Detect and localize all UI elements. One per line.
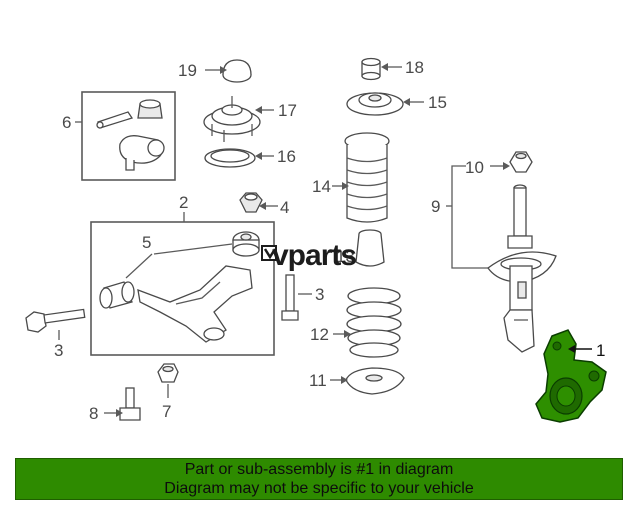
group-box-6 (81, 91, 176, 181)
arrow-17 (255, 106, 262, 114)
callout-14: 14 (312, 177, 331, 196)
part-4-nut[interactable] (239, 192, 263, 213)
callout-5: 5 (142, 233, 151, 252)
leader-5a (153, 243, 233, 255)
callout-1: 1 (596, 341, 605, 360)
part-10-nut[interactable] (509, 151, 533, 173)
leader-5b (125, 253, 153, 279)
arrow-18 (381, 63, 388, 71)
callout-16: 16 (277, 147, 296, 166)
part-2-control-arm[interactable] (137, 265, 253, 343)
arrow-12 (344, 330, 351, 338)
arrow-4 (259, 202, 266, 210)
part-9-strut[interactable] (487, 184, 557, 353)
logo-text: vparts (272, 239, 356, 272)
part-5-bushing-front[interactable] (99, 281, 135, 309)
vparts-logo: vparts (261, 239, 357, 272)
callout-4: 4 (280, 198, 289, 217)
callout-8: 8 (89, 404, 98, 423)
part-7-nut[interactable] (157, 363, 179, 383)
arrow-8 (116, 409, 123, 417)
arrow-16 (255, 152, 262, 160)
part-13-bumper[interactable] (355, 229, 385, 267)
part-5-bushing-rear[interactable] (232, 231, 260, 257)
callout-18: 18 (405, 58, 424, 77)
part-3-bolt-left[interactable] (25, 308, 86, 333)
callout-11: 11 (309, 371, 327, 390)
callout-7: 7 (162, 402, 171, 421)
callout-10: 10 (465, 158, 484, 177)
group-box-2 (90, 221, 275, 356)
part-1-steering-knuckle[interactable] (535, 329, 607, 423)
callout-19: 19 (178, 61, 197, 80)
arrow-15 (403, 98, 410, 106)
callout-15: 15 (428, 93, 447, 112)
callout-3b: 3 (315, 285, 324, 304)
part-16-ring[interactable] (204, 148, 256, 168)
arrow-19 (220, 66, 227, 74)
arrow-14 (342, 182, 349, 190)
callout-17: 17 (278, 101, 297, 120)
callout-6: 6 (62, 113, 71, 132)
part-8-bolt[interactable] (119, 387, 141, 421)
banner-line-2: Diagram may not be specific to your vehi… (164, 480, 474, 497)
callout-9: 9 (431, 197, 440, 216)
part-3-bolt-right[interactable] (281, 274, 299, 321)
callout-3a: 3 (54, 341, 63, 360)
callout-13: 13 (336, 247, 355, 266)
callout-12: 12 (310, 325, 329, 344)
part-17-strut-mount[interactable] (203, 96, 261, 142)
part-19-cap[interactable] (222, 59, 252, 83)
part-15-upper-seat[interactable] (346, 92, 404, 116)
callout-2: 2 (179, 193, 188, 212)
part-18-bump-stop[interactable] (361, 57, 381, 81)
arrow-11 (341, 376, 348, 384)
part-14-dust-boot[interactable] (344, 132, 390, 223)
part-6-stabilizer-link[interactable] (96, 99, 165, 171)
part-12-coil-spring[interactable] (346, 287, 402, 358)
leader-9 (451, 165, 488, 269)
part-11-lower-seat[interactable] (345, 367, 405, 395)
arrow-10 (503, 162, 510, 170)
arrow-1 (568, 345, 575, 353)
banner-line-1: Part or sub-assembly is #1 in diagram (184, 461, 454, 478)
info-banner: Part or sub-assembly is #1 in diagram Di… (15, 458, 623, 500)
